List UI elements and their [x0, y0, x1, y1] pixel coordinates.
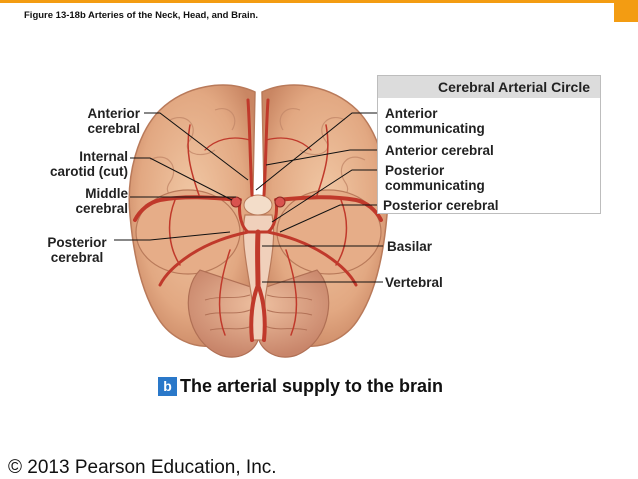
label-anterior-cerebral-line1: Anterior — [87, 106, 140, 121]
label-anterior-communicating-line1: Anterior — [385, 106, 438, 121]
label-internal-carotid: Internal carotid (cut) — [30, 149, 128, 179]
label-anterior-communicating: Anterior communicating — [385, 106, 485, 136]
copyright-notice: © 2013 Pearson Education, Inc. — [8, 457, 277, 478]
label-internal-carotid-line1: Internal — [79, 149, 128, 164]
label-posterior-cerebral-left-line2: cerebral — [50, 250, 104, 265]
label-middle-cerebral-line1: Middle — [85, 186, 128, 201]
right-carotid-stump — [274, 196, 286, 208]
label-anterior-cerebral-right: Anterior cerebral — [385, 143, 494, 158]
label-posterior-cerebral-left: Posterior cerebral — [40, 235, 114, 265]
label-internal-carotid-line2: carotid (cut) — [49, 164, 128, 179]
optic-chiasm — [243, 194, 273, 216]
label-posterior-communicating-line1: Posterior — [385, 163, 445, 178]
left-temporal-lobe — [135, 189, 241, 275]
label-vertebral: Vertebral — [385, 275, 443, 290]
cerebral-arterial-circle-box: Cerebral Arterial Circle — [377, 75, 601, 214]
label-anterior-communicating-line2: communicating — [385, 121, 485, 136]
arteries — [133, 98, 383, 342]
caption-badge: b — [158, 377, 177, 396]
left-carotid-stump — [230, 196, 242, 208]
cerebellum — [187, 269, 330, 358]
cerebellum-folia — [204, 294, 313, 331]
leader-lines — [114, 112, 383, 283]
circle-box-header: Cerebral Arterial Circle — [378, 76, 600, 98]
right-temporal-lobe — [276, 189, 382, 275]
label-posterior-communicating: Posterior communicating — [385, 163, 485, 193]
label-anterior-cerebral-line2: cerebral — [87, 121, 140, 136]
caption-text: The arterial supply to the brain — [180, 376, 444, 396]
figure-title: Figure 13-18b Arteries of the Neck, Head… — [24, 10, 259, 21]
circle-box-title: Cerebral Arterial Circle — [438, 79, 590, 95]
label-middle-cerebral: Middle cerebral — [50, 186, 128, 216]
label-anterior-cerebral-left: Anterior cerebral — [62, 106, 140, 136]
label-posterior-cerebral-left-line1: Posterior — [47, 235, 107, 250]
label-posterior-communicating-line2: communicating — [385, 178, 485, 193]
label-basilar: Basilar — [387, 239, 433, 254]
label-middle-cerebral-line2: cerebral — [75, 201, 128, 216]
label-posterior-cerebral-right: Posterior cerebral — [383, 198, 499, 213]
top-accent-bar — [0, 0, 638, 22]
